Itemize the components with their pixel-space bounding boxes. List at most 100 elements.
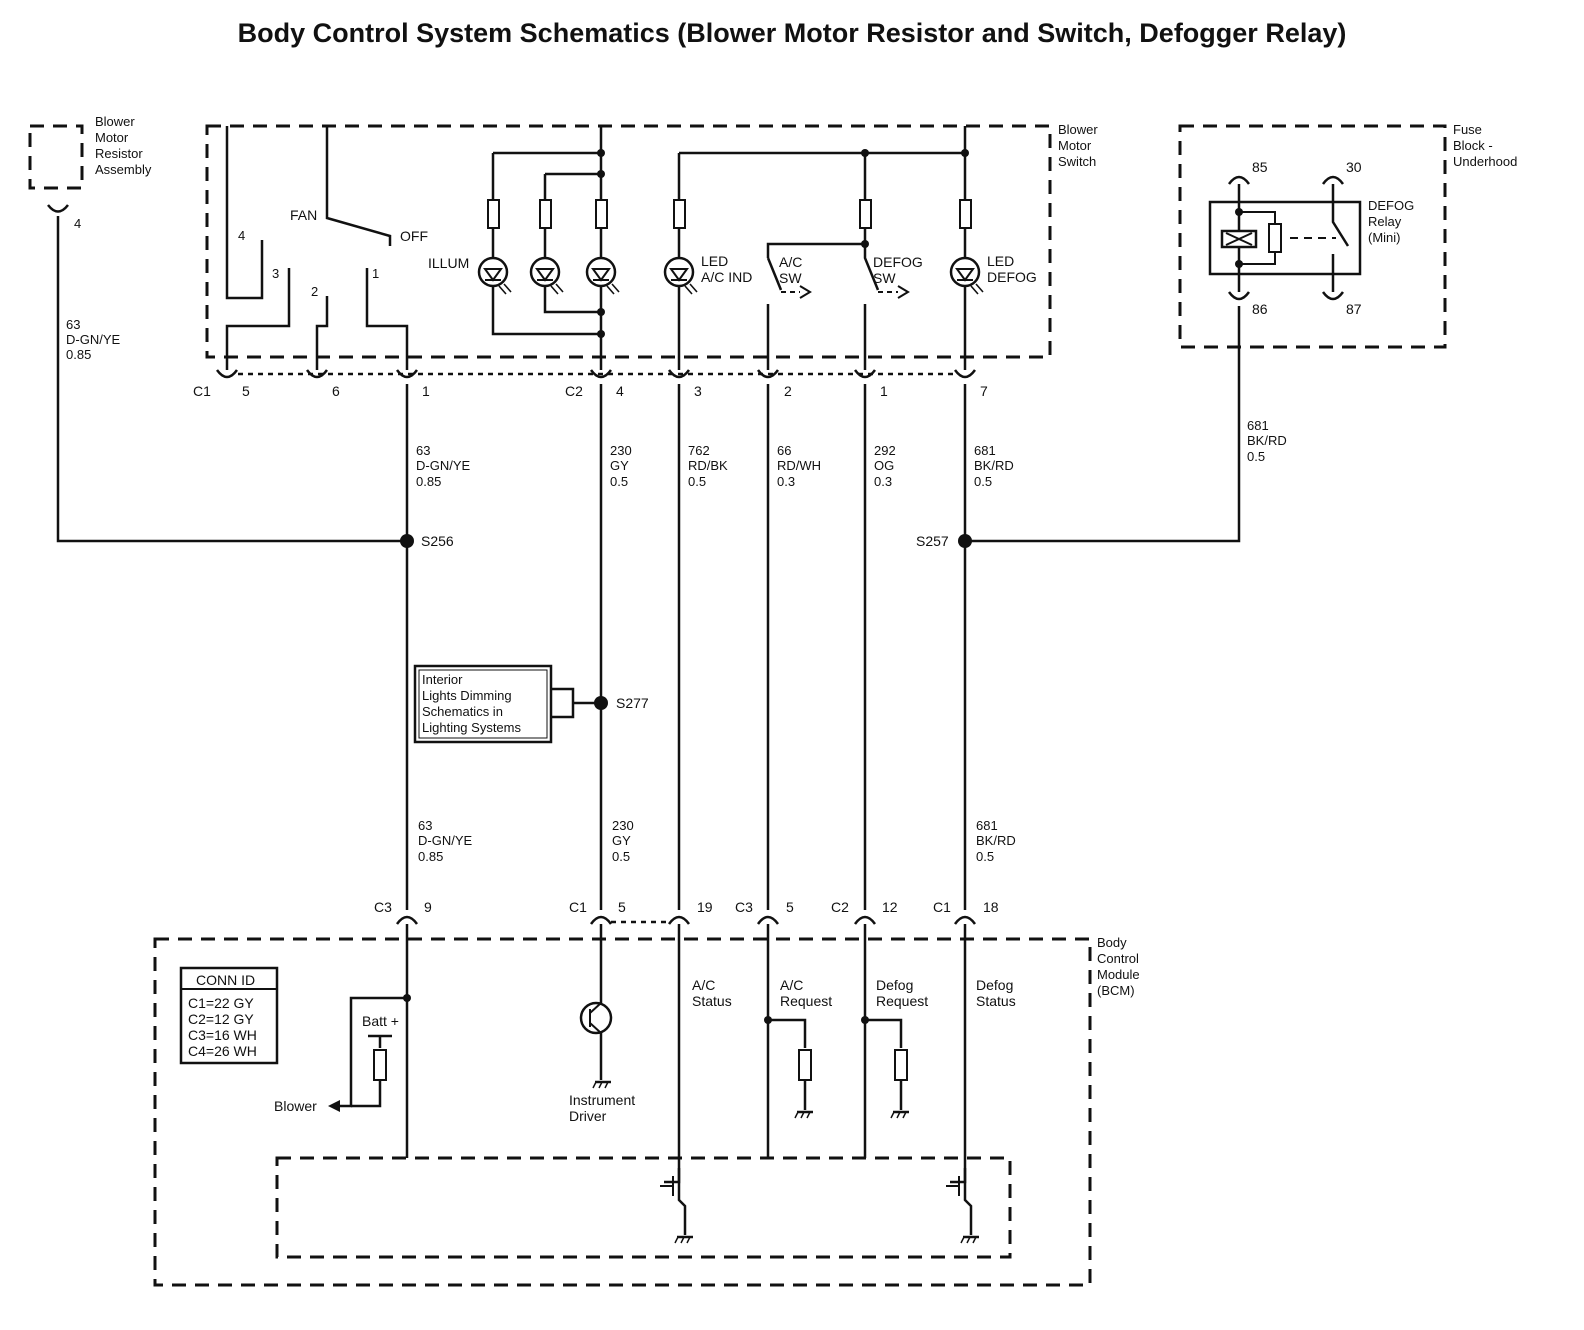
splice-s256-label: S256 [421,533,454,549]
ac-request-circuit: A/C Request [764,924,832,1158]
reference-line-2: Lights Dimming [422,688,512,703]
relay-pin-85: 85 [1252,159,1268,175]
resistor-assembly-label-3: Resistor [95,146,143,161]
fuse-block-label-1: Fuse [1453,122,1482,137]
blower-motor-switch: Blower Motor Switch FAN OFF 4 3 2 1 [193,122,1098,399]
conn-id-row-3: C3=16 WH [188,1027,257,1043]
splice-s257 [958,534,972,548]
bcm-c3-label-b: C3 [735,899,753,915]
defog-request-circuit: Defog Request [861,924,928,1158]
relay-pin-30: 30 [1346,159,1362,175]
wire-681-right-color: BK/RD [1247,433,1287,448]
wire-63-top-gauge: 0.85 [416,474,441,489]
bcm-pin-5a: 5 [618,899,626,915]
defog-sw-resistor [859,199,872,229]
bcm-pin-5b: 5 [786,899,794,915]
switch-c1-label: C1 [193,383,211,399]
defog-status-circuit: Defog Status [946,924,1016,1245]
led-defog-label-2: DEFOG [987,269,1037,285]
conn-id-row-2: C2=12 GY [188,1011,254,1027]
wire-230-bot-color: GY [612,833,631,848]
bcm-c3-label-a: C3 [374,899,392,915]
wire-230-top-gauge: 0.5 [610,474,628,489]
wire-63-bot-circuit: 63 [418,818,432,833]
bcm-c2-label: C2 [831,899,849,915]
illum-lamp-1 [477,256,513,296]
resistor-assembly-label-4: Assembly [95,162,152,177]
wire-230-bot-circuit: 230 [612,818,634,833]
reference-line-3: Schematics in [422,704,503,719]
wire-63-bot-gauge: 0.85 [418,849,443,864]
resistor-assembly-label-2: Motor [95,130,129,145]
conn-id-row-4: C4=26 WH [188,1043,257,1059]
relay-label-2: Relay [1368,214,1402,229]
illum-lamp-2 [529,256,565,296]
wire-681-top-color: BK/RD [974,458,1014,473]
ac-status-label-2: Status [692,993,732,1009]
wire-681-bot-color: BK/RD [976,833,1016,848]
switch-label-2: Motor [1058,138,1092,153]
wire-230-top-circuit: 230 [610,443,632,458]
instrument-label-2: Driver [569,1108,607,1124]
ac-status-label-1: A/C [692,977,715,993]
bcm-pin-18: 18 [983,899,999,915]
fan-pos-3: 3 [272,266,279,281]
wire-292-color: OG [874,458,894,473]
bcm-label-2: Control [1097,951,1139,966]
bcm-pin-12: 12 [882,899,898,915]
fan-pos-2: 2 [311,284,318,299]
wire-292-gauge: 0.3 [874,474,892,489]
illumination-circuit: ILLUM [428,126,621,370]
bcm-c1-label-b: C1 [933,899,951,915]
bcm-c1-label-a: C1 [569,899,587,915]
resistor-connector [47,204,69,213]
sw-pin-4: 4 [616,383,624,399]
wire-63-top-circuit: 63 [416,443,430,458]
wire-230-top-color: GY [610,458,629,473]
bcm-label-4: (BCM) [1097,983,1135,998]
resistor-assembly: Blower Motor Resistor Assembly 4 [28,114,152,231]
illum-resistor-2 [539,199,552,229]
ac-request-label-1: A/C [780,977,803,993]
relay-resistor [1268,223,1282,253]
illum-label: ILLUM [428,255,469,271]
conn-id-title: CONN ID [196,972,255,988]
bcm-label-3: Module [1097,967,1140,982]
resistor-pin-label: 4 [74,216,81,231]
led-defog-label-1: LED [987,253,1014,269]
ac-request-label-2: Request [780,993,832,1009]
relay-label-1: DEFOG [1368,198,1414,213]
wire-681-right-circuit: 681 [1247,418,1269,433]
relay-label-3: (Mini) [1368,230,1401,245]
ac-sw-label-1: A/C [779,254,802,270]
led-ac-label-2: A/C IND [701,269,752,285]
switch-label-3: Switch [1058,154,1096,169]
wire-762-color: RD/BK [688,458,728,473]
wire-762-circuit: 762 [688,443,710,458]
off-label: OFF [400,228,428,244]
fuse-block-label-3: Underhood [1453,154,1517,169]
conn-id-row-1: C1=22 GY [188,995,254,1011]
switch-c2-label: C2 [565,383,583,399]
wire-762-gauge: 0.5 [688,474,706,489]
fan-pos-1: 1 [372,266,379,281]
sw-pin-3: 3 [694,383,702,399]
wire-681-right-gauge: 0.5 [1247,449,1265,464]
splice-s256 [400,534,414,548]
body-control-module: Body Control Module (BCM) CONN ID C1=22 … [153,924,1140,1287]
defog-sw-label-1: DEFOG [873,254,923,270]
bcm-pin-9: 9 [424,899,432,915]
wire-681-bot-gauge: 0.5 [976,849,994,864]
illum-resistor-1 [487,199,500,229]
harness-wires [56,216,1241,910]
wire-681-bot-circuit: 681 [976,818,998,833]
resistor-assembly-label-1: Blower [95,114,135,129]
illum-lamp-3 [585,256,621,296]
led-defog-lamp [949,256,985,296]
conn-id-table: CONN ID C1=22 GY C2=12 GY C3=16 WH C4=26… [179,966,279,1065]
defog-status-label-2: Status [976,993,1016,1009]
indicator-circuit: LED A/C IND A/C SW DEFOG SW LED DEFOG [663,126,1037,370]
blower-resistor [373,1049,387,1081]
defog-status-label-1: Defog [976,977,1013,993]
